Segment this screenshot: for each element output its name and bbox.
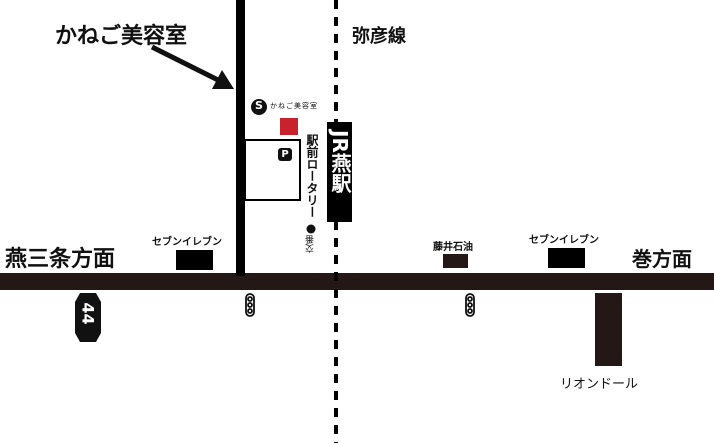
traffic-signal-icon xyxy=(245,293,255,317)
rion-doll-building xyxy=(595,293,622,366)
rotary-label: 駅前ロータリー xyxy=(305,134,319,218)
seven-eleven-right-label: セブンイレブン xyxy=(529,235,599,246)
salon-logo-text: S xyxy=(255,99,263,112)
police-box-icon xyxy=(306,224,316,234)
direction-right: 巻方面 xyxy=(632,247,692,271)
rion-doll-label: リオンドール xyxy=(560,377,639,392)
salon-label: かねご美容室 xyxy=(270,102,318,110)
rotary-area xyxy=(244,139,301,201)
main-road xyxy=(0,273,714,290)
salon-marker xyxy=(280,118,298,135)
station-label: JR燕駅 xyxy=(328,130,352,193)
side-street xyxy=(236,0,245,276)
seven-eleven-left xyxy=(176,250,213,270)
route-number: 44 xyxy=(78,302,98,325)
police-box-label: 交番 xyxy=(306,235,316,253)
map-title: かねご美容室 xyxy=(55,24,188,49)
gas-station-label: 藤井石油 xyxy=(433,242,473,253)
salon-logo-icon xyxy=(251,99,267,115)
route-shield-icon xyxy=(75,293,101,342)
rail-line-label: 弥彦線 xyxy=(352,26,406,47)
traffic-signal-icon xyxy=(465,293,475,317)
seven-eleven-left-label: セブンイレブン xyxy=(152,237,222,248)
seven-eleven-right xyxy=(548,248,585,268)
parking-icon xyxy=(278,148,292,161)
parking-label: P xyxy=(281,149,289,160)
direction-left: 燕三条方面 xyxy=(5,247,116,272)
station-building xyxy=(327,122,352,222)
arrow-icon xyxy=(150,44,234,89)
gas-station xyxy=(443,254,468,268)
